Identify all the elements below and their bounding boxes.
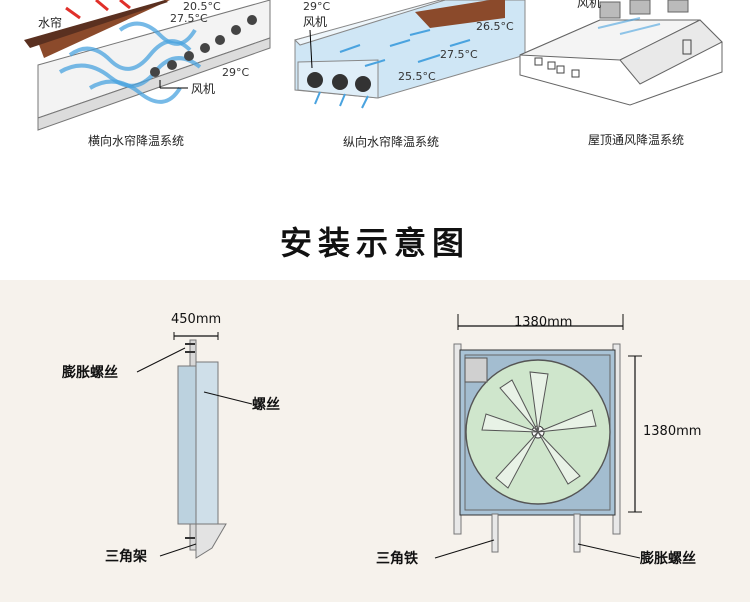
water-curtain-2 <box>415 0 505 28</box>
section-title: 安装示意图 <box>279 224 470 262</box>
roof-system-illustration <box>519 0 723 106</box>
water-curtain <box>38 0 170 58</box>
system-caption: 纵向水帘降温系统 <box>343 135 440 149</box>
bracket-label: 三角架 <box>105 549 147 565</box>
horizontal-system-illustration <box>24 0 271 131</box>
longitudinal-system-illustration <box>294 0 526 109</box>
temp-label: 27.5°C <box>170 12 208 25</box>
system-caption: 横向水帘降温系统 <box>88 134 185 148</box>
installation-diagram <box>136 314 642 559</box>
cooling-systems-section: 水帘 20.5°C 27.5°C 29°C 风机 横向水帘降温系统 29°C 风… <box>0 0 750 280</box>
expansion-bolt-label: 膨胀螺丝 <box>62 365 118 381</box>
temp-label: 29°C <box>222 66 250 79</box>
fan-label: 风机 <box>303 15 328 29</box>
fan-label: 风机 <box>577 0 602 10</box>
temp-label: 27.5°C <box>440 48 478 61</box>
temp-label: 25.5°C <box>398 70 436 83</box>
installation-diagram-section: 450mm 膨胀螺丝 螺丝 三角架 1380mm 1380mm 三角铁 膨胀螺丝 <box>0 280 750 602</box>
screw-label: 螺丝 <box>252 397 280 413</box>
expansion-bolt-label: 膨胀螺丝 <box>640 551 696 567</box>
cooling-systems-illustration <box>24 0 723 131</box>
side-width-dimension: 450mm <box>171 312 222 327</box>
front-view <box>434 314 642 559</box>
front-width-dimension: 1380mm <box>514 315 573 330</box>
temp-label: 26.5°C <box>476 20 514 33</box>
angle-iron-label: 三角铁 <box>376 551 418 567</box>
side-view <box>136 332 253 559</box>
temp-label: 20.5°C <box>183 0 221 13</box>
front-height-dimension: 1380mm <box>643 424 702 439</box>
curtain-label: 水帘 <box>38 16 63 30</box>
temp-label: 29°C <box>303 0 331 13</box>
fan-label: 风机 <box>191 82 216 96</box>
system-caption: 屋顶通风降温系统 <box>588 133 685 147</box>
